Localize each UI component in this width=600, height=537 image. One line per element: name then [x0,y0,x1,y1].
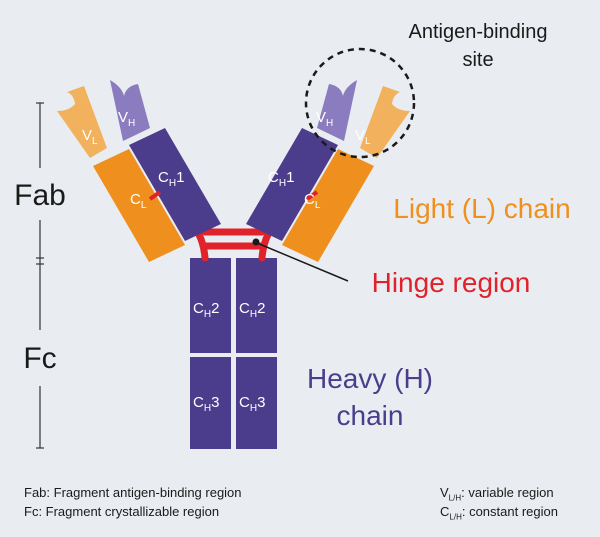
light-chain-label: Light (L) chain [393,193,570,224]
fc-region [190,258,277,449]
vh-right-label: VH [316,109,333,129]
cl-right-label: CL [304,191,321,211]
left-fab-arm: VH VL CH1 CL [57,80,221,262]
legend-variable-region: VL/H: variable region [440,485,554,503]
vl-left-domain [57,86,107,158]
ch3-right-domain [236,357,277,449]
legend-fab-definition: Fab: Fragment antigen-binding region [24,485,242,500]
antigen-site-label-2: site [462,49,493,71]
hinge-pointer-dot [252,238,260,246]
fc-label-bg [6,330,72,386]
vl-right-label: VL [355,127,371,147]
hinge-pointer-line [256,242,349,282]
ch3-left-label: CH3 [193,394,219,414]
hinge-region-label: Hinge region [372,267,531,298]
right-disulfide [305,190,319,201]
right-fab-arm: VH VL CH1 CL [246,80,410,262]
ch2-right-domain [236,258,277,353]
vh-left-domain [110,80,150,141]
vl-right-domain [360,86,410,158]
vl-left-label: VL [82,127,98,147]
legend-constant-region: CL/H: constant region [440,504,558,522]
cl-left-domain [93,149,185,262]
heavy-chain-label-1: Heavy (H) [307,363,433,394]
ch1-right-label: CH1 [268,169,294,189]
vh-right-domain [317,80,357,141]
left-disulfide [148,190,162,201]
ch1-left-domain [129,128,221,241]
antigen-site-label-1: Antigen-binding [409,21,548,43]
antigen-site-circle [304,47,416,159]
vh-left-label: VH [118,109,135,129]
ch3-left-domain [190,357,231,449]
heavy-chain-label-2: chain [337,400,404,431]
cl-right-domain [282,149,374,262]
ch1-right-domain [246,128,338,241]
legend-fc-definition: Fc: Fragment crystallizable region [24,504,220,519]
fab-label: Fab [14,179,66,212]
region-bracket [36,102,44,449]
fab-label-bg [6,168,72,220]
ch2-left-label: CH2 [193,300,219,320]
ch2-left-domain [190,258,231,353]
ch3-right-label: CH3 [239,394,265,414]
ch2-right-label: CH2 [239,300,265,320]
cl-left-label: CL [130,191,147,211]
fc-label: Fc [23,342,56,375]
ch1-left-label: CH1 [158,169,184,189]
